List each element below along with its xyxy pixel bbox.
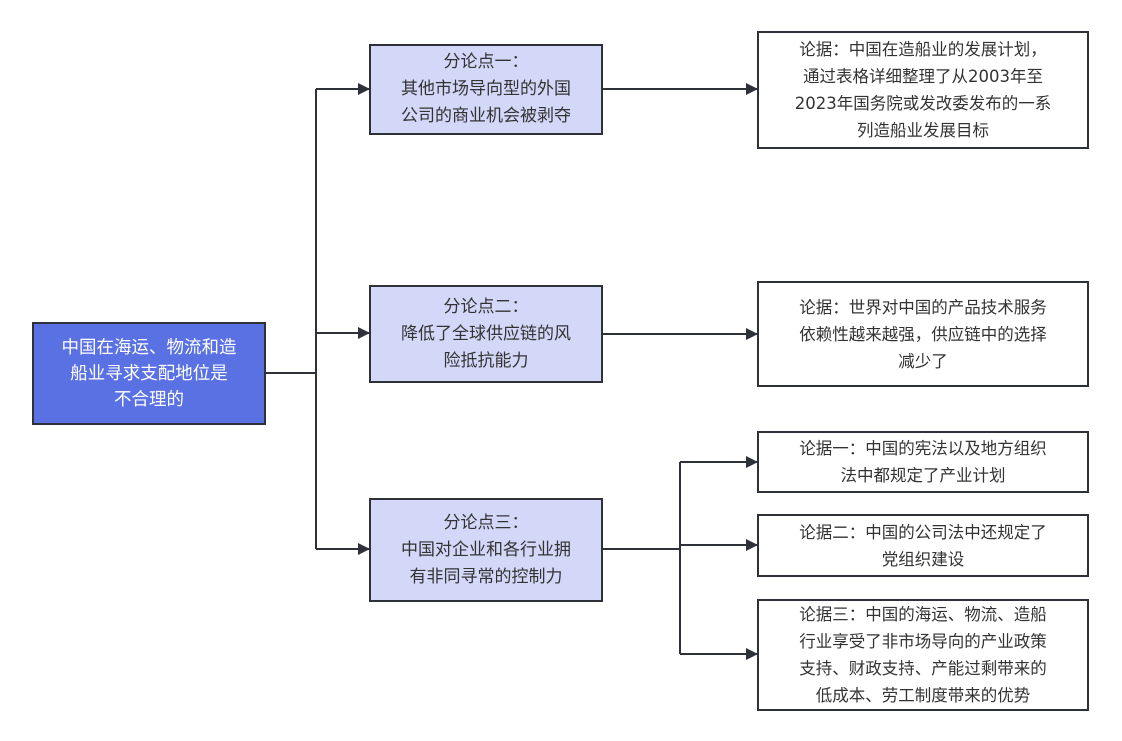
subpoint-node-2: 分论点二： 降低了全球供应链的风 险抵抗能力 bbox=[369, 285, 603, 383]
evidence-node-3c-text: 论据三：中国的海运、物流、造船 行业享受了非市场导向的产业政策 支持、财政支持、… bbox=[799, 605, 1047, 705]
evidence-node-2: 论据：世界对中国的产品技术服务 依赖性越来越强，供应链中的选择 减少了 bbox=[757, 281, 1089, 387]
subpoint-node-3-text: 分论点三： 中国对企业和各行业拥 有非同寻常的控制力 bbox=[401, 512, 571, 587]
subpoint-node-3: 分论点三： 中国对企业和各行业拥 有非同寻常的控制力 bbox=[369, 498, 603, 602]
evidence-node-1-text: 论据：中国在造船业的发展计划， 通过表格详细整理了从2003年至 2023年国务… bbox=[794, 40, 1052, 140]
evidence-node-2-text: 论据：世界对中国的产品技术服务 依赖性越来越强，供应链中的选择 减少了 bbox=[799, 297, 1047, 371]
evidence-node-3c: 论据三：中国的海运、物流、造船 行业享受了非市场导向的产业政策 支持、财政支持、… bbox=[757, 599, 1089, 711]
subpoint-node-1: 分论点一： 其他市场导向型的外国 公司的商业机会被剥夺 bbox=[369, 44, 603, 135]
evidence-node-3a-text: 论据一：中国的宪法以及地方组织 法中都规定了产业计划 bbox=[799, 439, 1047, 485]
subpoint-node-1-text: 分论点一： 其他市场导向型的外国 公司的商业机会被剥夺 bbox=[401, 52, 571, 126]
subpoint-node-2-text: 分论点二： 降低了全球供应链的风 险抵抗能力 bbox=[401, 296, 571, 371]
evidence-node-1: 论据：中国在造船业的发展计划， 通过表格详细整理了从2003年至 2023年国务… bbox=[757, 31, 1089, 149]
evidence-node-3b: 论据二：中国的公司法中还规定了 党组织建设 bbox=[757, 514, 1089, 577]
root-node: 中国在海运、物流和造 船业寻求支配地位是 不合理的 bbox=[32, 322, 266, 425]
evidence-node-3a: 论据一：中国的宪法以及地方组织 法中都规定了产业计划 bbox=[757, 431, 1089, 493]
evidence-node-3b-text: 论据二：中国的公司法中还规定了 党组织建设 bbox=[799, 522, 1047, 569]
root-node-text: 中国在海运、物流和造 船业寻求支配地位是 不合理的 bbox=[61, 337, 237, 410]
